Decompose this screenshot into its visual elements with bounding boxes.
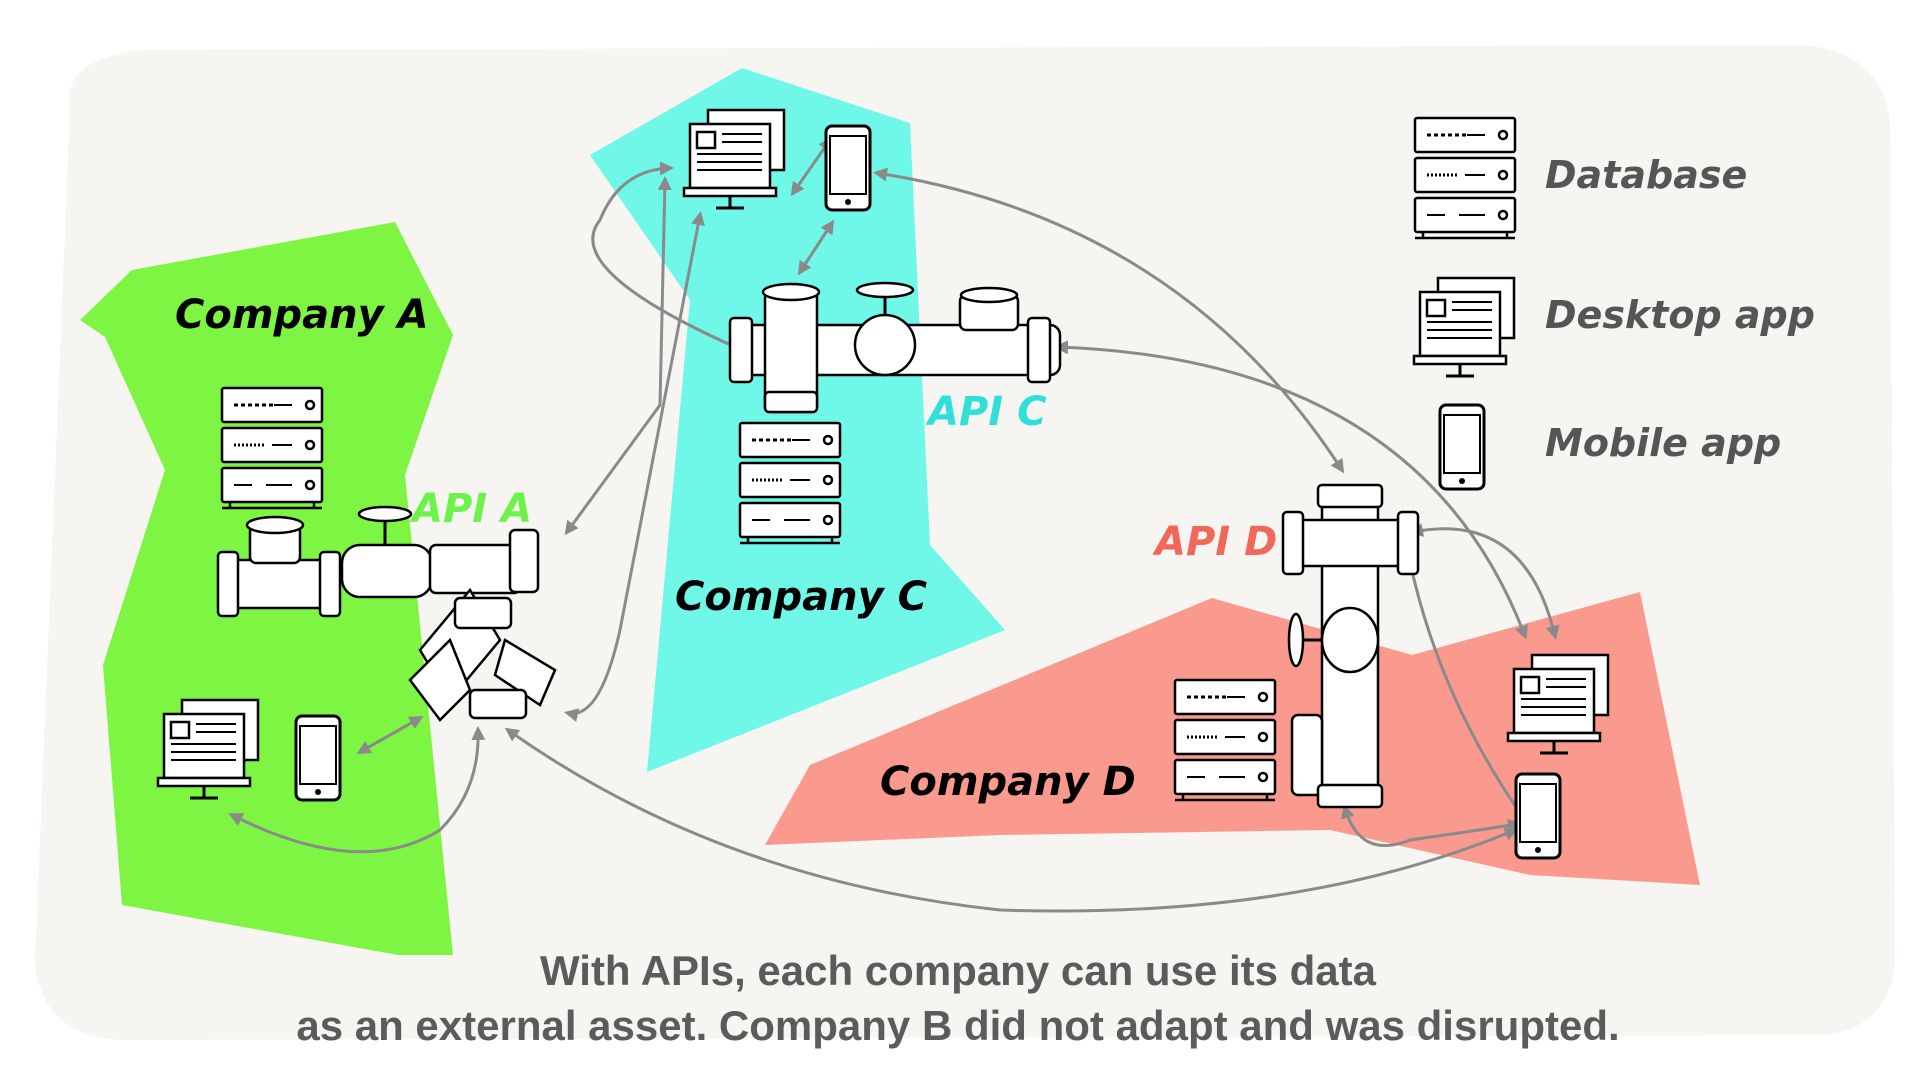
company-a-database-icon	[220, 386, 324, 510]
company-d-label: Company D	[880, 759, 1136, 805]
api-a-label: API A	[409, 486, 532, 532]
company-a-mobile-icon	[294, 714, 342, 802]
legend-desktop-icon	[1412, 276, 1516, 378]
api-a-pipe-icon	[216, 505, 557, 722]
company-c-database-icon	[738, 421, 842, 545]
legend-mobile-label: Mobile app	[1545, 421, 1781, 465]
legend-database-icon	[1413, 116, 1517, 240]
caption-line-1: With APIs, each company can use its data	[540, 947, 1377, 994]
api-d-label: API D	[1152, 519, 1277, 565]
company-d-desktop-icon	[1506, 653, 1610, 755]
legend-desktop-label: Desktop app	[1545, 293, 1815, 337]
company-c-mobile-icon	[824, 124, 872, 212]
api-c-label: API C	[925, 389, 1046, 435]
connection-arrows	[228, 136, 1560, 913]
company-d-database-icon	[1173, 678, 1277, 802]
company-d-mobile-icon	[1514, 772, 1562, 860]
api-c-pipe-icon	[728, 281, 1062, 414]
company-a-label: Company A	[175, 292, 429, 338]
company-c-desktop-icon	[682, 108, 786, 210]
legend-database-label: Database	[1545, 153, 1747, 197]
legend-mobile-icon	[1438, 403, 1486, 491]
company-c-label: Company C	[675, 574, 927, 620]
api-d-pipe-icon	[1281, 483, 1420, 809]
caption-line-2: as an external asset. Company B did not …	[296, 1002, 1619, 1049]
company-a-desktop-icon	[156, 698, 260, 800]
